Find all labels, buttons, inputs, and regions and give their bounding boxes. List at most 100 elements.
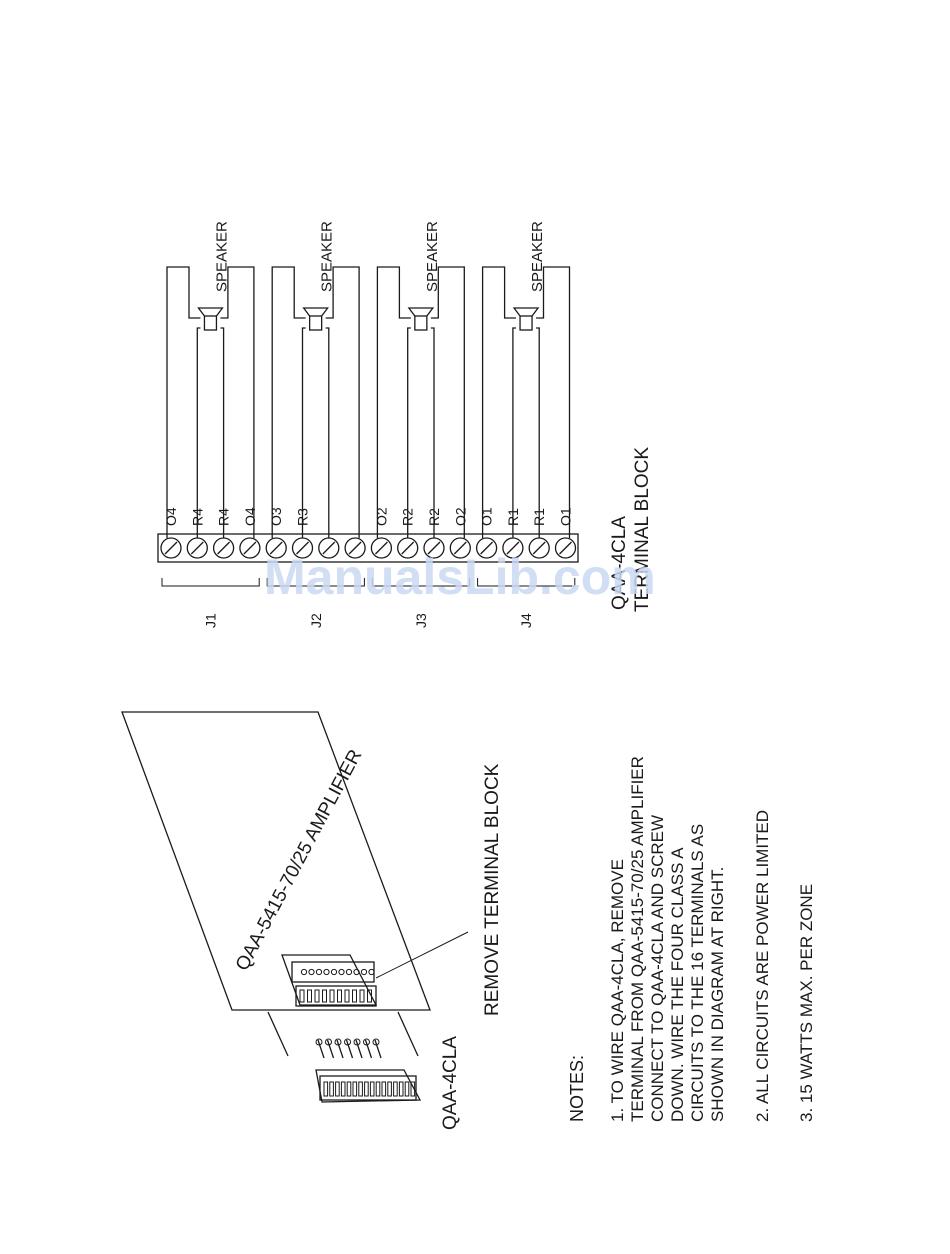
pin-icon bbox=[387, 1081, 392, 1097]
pin-icon bbox=[404, 1081, 410, 1097]
pin-icon bbox=[360, 968, 368, 976]
remove-leader-line bbox=[375, 931, 469, 979]
speaker-icon bbox=[512, 307, 540, 331]
speaker-circuit-2: SPEAKER bbox=[271, 221, 360, 538]
connector-label-j2: J2 bbox=[308, 613, 324, 628]
pin-icon bbox=[410, 1081, 416, 1097]
connector-bracket-j3: J3 bbox=[371, 578, 471, 628]
pin-icon bbox=[346, 1081, 352, 1097]
speaker-label: SPEAKER bbox=[529, 221, 546, 292]
pin-icon bbox=[393, 1081, 398, 1097]
pin-icon bbox=[353, 968, 360, 976]
speaker-icon bbox=[197, 307, 224, 331]
pin-icon bbox=[398, 1081, 404, 1097]
alignment-line-left bbox=[267, 1011, 289, 1057]
pin-icon bbox=[299, 989, 305, 1003]
pin-icon bbox=[352, 989, 357, 1003]
note-1-line-5: CIRCUITS TO THE 16 TERMINALS AS bbox=[688, 824, 707, 1122]
pin-icon bbox=[337, 989, 342, 1003]
terminal-screw-icon bbox=[554, 537, 577, 559]
terminal-screw-icon bbox=[212, 537, 235, 559]
board-terminal-block bbox=[281, 954, 378, 1007]
notes-heading: NOTES: bbox=[567, 1055, 587, 1122]
speaker-icon bbox=[302, 307, 329, 331]
speaker-label: SPEAKER bbox=[213, 221, 230, 292]
screw-icon bbox=[363, 1038, 373, 1059]
terminal-label-o2: O2 bbox=[373, 507, 389, 526]
screw-icon bbox=[315, 1038, 325, 1059]
terminal-label-o2: O2 bbox=[452, 507, 468, 526]
pin-icon bbox=[300, 968, 308, 976]
terminal-screw-icon bbox=[239, 537, 261, 559]
terminal-block-label-line1: QAA-4CLA bbox=[609, 516, 630, 610]
screw-icon bbox=[353, 1038, 363, 1059]
terminal-screw-icon bbox=[265, 537, 287, 559]
qaa-4cla-module-label: QAA-4CLA bbox=[440, 1036, 461, 1130]
connector-bracket-j2: J2 bbox=[266, 578, 365, 628]
pin-icon bbox=[368, 968, 375, 976]
terminal-label-o1: O1 bbox=[558, 507, 574, 526]
pin-icon bbox=[352, 1081, 358, 1097]
pin-icon bbox=[314, 989, 320, 1003]
speaker-label: SPEAKER bbox=[319, 221, 336, 292]
pin-icon bbox=[323, 1081, 329, 1097]
pin-icon bbox=[322, 989, 327, 1003]
pin-icon bbox=[369, 1081, 375, 1097]
remove-terminal-block-label: REMOVE TERMINAL BLOCK bbox=[482, 763, 503, 1016]
note-2: 2. ALL CIRCUITS ARE POWER LIMITED bbox=[753, 810, 772, 1122]
note-1-line-4: DOWN. WIRE THE FOUR CLASS A bbox=[668, 847, 687, 1122]
pin-icon bbox=[330, 968, 338, 976]
pin-icon bbox=[345, 968, 353, 976]
speaker-circuit-1: SPEAKER bbox=[166, 221, 255, 538]
pin-icon bbox=[364, 1081, 369, 1097]
pin-icon bbox=[308, 968, 315, 976]
connector-label-j3: J3 bbox=[413, 613, 429, 628]
speaker-circuit-4: SPEAKER bbox=[481, 221, 571, 538]
screw-icon bbox=[334, 1038, 344, 1059]
pin-icon bbox=[315, 968, 323, 976]
alignment-line-right bbox=[397, 1011, 419, 1057]
terminal-screw-icon bbox=[344, 537, 366, 559]
qaa-4cla-module bbox=[315, 1038, 422, 1103]
speaker-icon bbox=[407, 307, 435, 331]
connector-bracket-j1: J1 bbox=[161, 578, 260, 628]
connector-bracket-j4: J4 bbox=[477, 578, 576, 628]
note-1-line-6: SHOWN IN DIAGRAM AT RIGHT. bbox=[708, 867, 727, 1122]
terminal-block-label-line2: TERMINAL BLOCK bbox=[632, 447, 653, 612]
note-1-line-3: CONNECT TO QAA-4CLA AND SCREW bbox=[648, 815, 667, 1122]
terminal-screw-icon bbox=[449, 537, 471, 559]
terminal-screw-icon bbox=[160, 537, 182, 559]
speaker-label: SPEAKER bbox=[424, 221, 441, 292]
speaker-circuit-3: SPEAKER bbox=[376, 221, 465, 538]
amplifier-board: QAA-5415-70/25 AMPLIFIER bbox=[121, 711, 431, 1011]
pin-icon bbox=[375, 1081, 381, 1097]
terminal-label-o4: O4 bbox=[242, 507, 258, 526]
terminal-screw-icon bbox=[475, 537, 498, 559]
connector-label-j1: J1 bbox=[203, 613, 219, 628]
pin-icon bbox=[367, 989, 372, 1003]
connector-label-j4: J4 bbox=[518, 613, 534, 628]
pin-icon bbox=[335, 1081, 340, 1097]
pin-icon bbox=[323, 968, 330, 976]
note-1-line-2: TERMINAL FROM QAA-5415-70/25 AMPLIFIER bbox=[628, 756, 647, 1122]
watermark: ManualsLib.com bbox=[264, 549, 656, 605]
pin-icon bbox=[381, 1081, 387, 1097]
pin-icon bbox=[340, 1081, 346, 1097]
screw-icon bbox=[325, 1038, 335, 1059]
pin-icon bbox=[329, 1081, 334, 1097]
connector-brackets: J1 J2 J3 J4 bbox=[161, 578, 576, 628]
pin-icon bbox=[338, 968, 345, 976]
pin-icon bbox=[359, 989, 365, 1003]
note-3: 3. 15 WATTS MAX. PER ZONE bbox=[797, 884, 816, 1122]
terminal-label-o4: O4 bbox=[163, 507, 179, 526]
terminal-screw-icon bbox=[370, 537, 393, 559]
pin-icon bbox=[358, 1081, 363, 1097]
notes: NOTES: 1. TO WIRE QAA-4CLA, REMOVE TERMI… bbox=[567, 756, 816, 1122]
screw-icon bbox=[372, 1038, 382, 1059]
pin-icon bbox=[329, 989, 335, 1003]
speaker-circuits: SPEAKER SPEAKER SPEAKER SPEAKER bbox=[166, 221, 571, 538]
note-1-line-1: 1. TO WIRE QAA-4CLA, REMOVE bbox=[608, 859, 627, 1122]
pin-icon bbox=[344, 989, 350, 1003]
screw-icon bbox=[344, 1038, 354, 1059]
